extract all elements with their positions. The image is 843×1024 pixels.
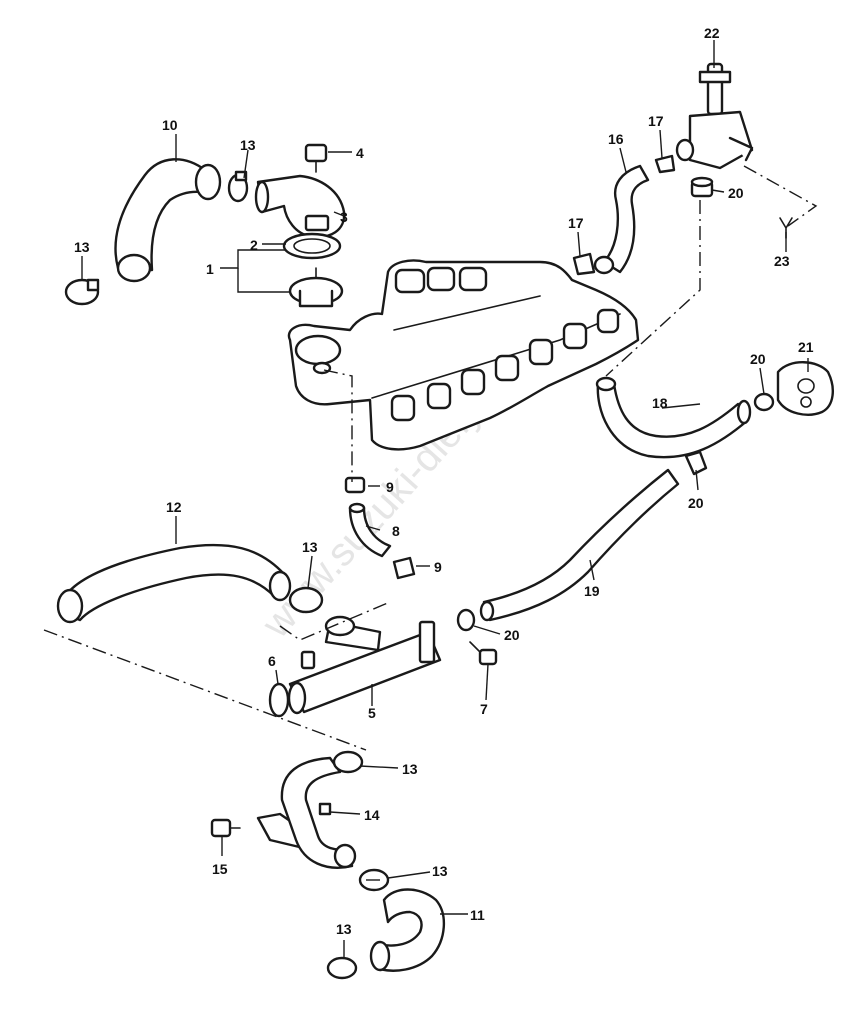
part-9-clamp-upper[interactable] — [344, 476, 366, 494]
part-2-gasket[interactable] — [282, 232, 342, 260]
callout-13e: 13 — [432, 863, 448, 879]
callout-9a: 9 — [386, 479, 394, 495]
part-14-hose-bracket[interactable] — [256, 756, 357, 869]
part-18-heater-hose[interactable] — [595, 376, 752, 459]
callout-20b: 20 — [750, 351, 766, 367]
part-13-hose-clamp-d[interactable] — [332, 750, 364, 774]
part-4-bleeder-bolt[interactable] — [304, 143, 328, 173]
part-20-clamp-b[interactable] — [753, 392, 775, 412]
assembly-lines — [43, 165, 818, 881]
callout-14: 14 — [364, 807, 380, 823]
part-12-water-hose[interactable] — [56, 543, 292, 624]
part-13-hose-clamp-c[interactable] — [288, 586, 324, 614]
callout-13d: 13 — [402, 761, 418, 777]
part-21-gasket-flange[interactable] — [776, 361, 834, 416]
callout-13f: 13 — [336, 921, 352, 937]
callout-19: 19 — [584, 583, 600, 599]
callout-17a: 17 — [648, 113, 664, 129]
callout-9b: 9 — [434, 559, 442, 575]
part-1-thermostat[interactable] — [288, 267, 344, 308]
callout-10: 10 — [162, 117, 178, 133]
callout-16: 16 — [608, 131, 624, 147]
part-20-clamp-c[interactable] — [684, 450, 708, 476]
callout-1: 1 — [206, 261, 214, 277]
part-10-upper-hose[interactable] — [114, 158, 222, 283]
callout-18: 18 — [652, 395, 668, 411]
leader-lines — [81, 40, 809, 958]
callout-13a: 13 — [240, 137, 256, 153]
part-11-lower-hose[interactable] — [369, 888, 446, 972]
callout-13b: 13 — [74, 239, 90, 255]
callout-13c: 13 — [302, 539, 318, 555]
part-3-thermostat-cap[interactable] — [254, 174, 346, 239]
part-5-water-inlet-pipe[interactable] — [287, 615, 442, 715]
callout-4: 4 — [356, 145, 364, 161]
callout-11: 11 — [470, 907, 485, 923]
callout-3: 3 — [340, 209, 348, 225]
callout-7: 7 — [480, 701, 488, 717]
callout-21: 21 — [798, 339, 814, 355]
part-13-hose-clamp-a[interactable] — [227, 170, 249, 203]
part-20-clamp-d[interactable] — [456, 608, 476, 632]
part-15-bolt[interactable] — [210, 818, 241, 838]
part-9-clamp-lower[interactable] — [392, 556, 416, 580]
part-6-o-ring[interactable] — [268, 682, 290, 718]
callouts: 1 2 3 4 5 6 7 8 9 9 10 11 12 13 13 13 13… — [74, 25, 814, 937]
callout-2: 2 — [250, 237, 258, 253]
callout-6: 6 — [268, 653, 276, 669]
callout-5: 5 — [368, 705, 376, 721]
callout-8: 8 — [392, 523, 400, 539]
part-8-bypass-hose[interactable] — [348, 502, 392, 558]
callout-20a: 20 — [728, 185, 744, 201]
part-7-bolt[interactable] — [469, 641, 498, 666]
part-small-stud[interactable] — [300, 650, 316, 670]
callout-20c: 20 — [688, 495, 704, 511]
part-20-clamp-a[interactable] — [690, 176, 714, 198]
part-13-hose-clamp-f[interactable] — [326, 956, 358, 980]
callout-22: 22 — [704, 25, 720, 41]
part-22-water-valve[interactable] — [675, 62, 754, 170]
callout-17b: 17 — [568, 215, 584, 231]
callout-23: 23 — [774, 253, 790, 269]
part-17-clip-a[interactable] — [654, 154, 676, 174]
part-16-heater-hose[interactable] — [593, 164, 650, 275]
part-17-clip-b[interactable] — [572, 252, 596, 276]
callout-15: 15 — [212, 861, 228, 877]
part-13-hose-clamp-b[interactable] — [64, 278, 100, 306]
intake-manifold — [287, 259, 640, 451]
callout-20d: 20 — [504, 627, 520, 643]
part-19-water-pipe[interactable] — [479, 468, 680, 622]
callout-12: 12 — [166, 499, 182, 515]
